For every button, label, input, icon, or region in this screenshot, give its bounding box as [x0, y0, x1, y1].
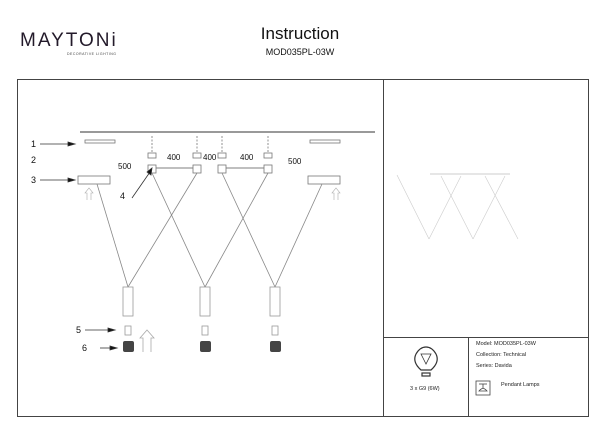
lamp-body-1: [122, 286, 134, 317]
bulb-cube-2: [200, 341, 211, 352]
mounting-plate-left: [84, 139, 116, 144]
bulb-cube-1: [123, 341, 134, 352]
dimension-4: 400: [240, 153, 254, 162]
canopy-left: [77, 175, 111, 185]
installed-view: [396, 173, 519, 240]
brand-logo: MAYTONi: [20, 30, 118, 51]
spec-type: Pendant Lamps: [501, 382, 540, 388]
part-label-1: 1: [31, 139, 37, 149]
bulb-cube-3: [270, 341, 281, 352]
part-label-4: 4: [120, 191, 126, 201]
spec-model: Model: MOD035PL-03W: [476, 341, 536, 347]
part-label-6: 6: [82, 343, 88, 353]
pendant-lamp-icon: [475, 380, 491, 396]
lamp-body-2: [199, 286, 211, 317]
part-label-2: 2: [31, 155, 37, 165]
model-number: MOD035PL-03W: [265, 47, 335, 57]
brand-tagline: DECORATIVE LIGHTING: [67, 52, 117, 56]
spec-series: Series: Davida: [476, 363, 512, 369]
dimension-3: 400: [203, 153, 217, 162]
part-label-5: 5: [76, 325, 82, 335]
outer-frame: [17, 79, 589, 417]
bulb-icon: [414, 346, 438, 377]
bulb-spec: 3 x G9 (6W): [410, 386, 440, 392]
lamp-body-3: [269, 286, 281, 317]
mounting-plate-right: [309, 139, 341, 144]
dimension-1: 500: [118, 162, 132, 171]
dimension-5: 500: [288, 157, 302, 166]
spec-collection: Collection: Technical: [476, 352, 527, 358]
canopy-right: [307, 175, 341, 185]
page-title: Instruction: [260, 24, 340, 43]
part-label-3: 3: [31, 175, 37, 185]
dimension-2: 400: [167, 153, 181, 162]
